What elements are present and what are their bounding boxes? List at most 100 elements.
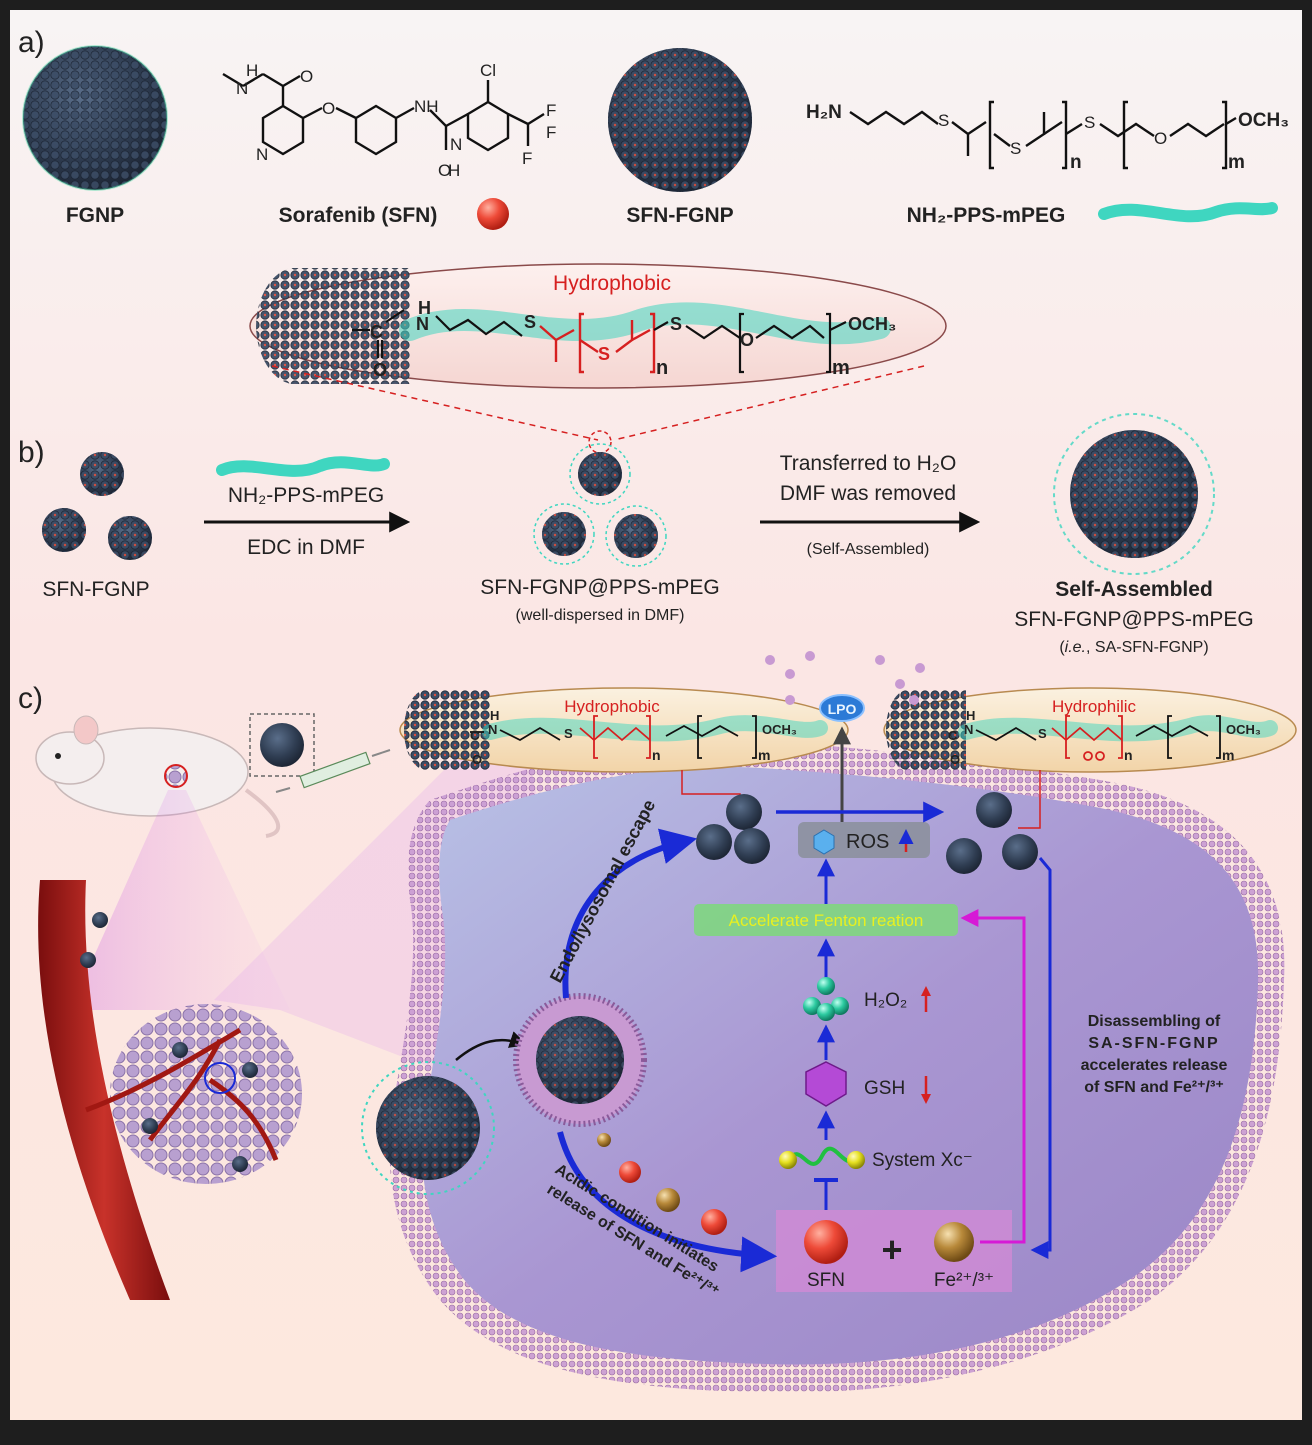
step2-line2: DMF was removed: [780, 482, 956, 505]
polymer-label: NH₂-PPS-mPEG: [907, 204, 1066, 227]
panel-label-b: b): [18, 436, 45, 469]
sfn-box-label: SFN: [807, 1270, 845, 1291]
svg-text:H: H: [966, 708, 975, 723]
svg-text:H: H: [246, 61, 258, 80]
reagent-ribbon-icon: [216, 456, 390, 477]
polymer-atoms: H₂N S S n S O m OCH₃: [806, 102, 1289, 173]
gsh-label: GSH: [864, 1078, 905, 1099]
svg-text:N: N: [488, 722, 497, 737]
fenton-label: Accelerate Fenton reation: [729, 911, 924, 930]
coated-nanoparticle-cluster: [533, 443, 667, 567]
svg-text:m: m: [832, 357, 850, 379]
svg-text:F: F: [546, 101, 556, 120]
final-note: (i.e., SA-SFN-FGNP): [1059, 639, 1208, 656]
sorafenib-atoms: H N O N O NH O N H Cl F F F: [236, 61, 556, 180]
h2o2-molecule-icon: [803, 977, 849, 1021]
right-structure-inset: Hydrophilic H N C O S n m OCH₃: [883, 687, 1297, 773]
svg-text:S: S: [938, 111, 949, 130]
svg-text:S: S: [524, 312, 536, 332]
svg-text:H: H: [448, 161, 460, 180]
blood-vessel: [38, 880, 170, 1300]
svg-text:O: O: [300, 67, 313, 86]
sfn-sphere-icon: [804, 1220, 848, 1264]
polymer-structure: [849, 100, 1237, 170]
svg-text:N: N: [236, 79, 248, 98]
reagent-bottom-label: EDC in DMF: [247, 536, 365, 559]
svg-text:O: O: [740, 330, 754, 350]
svg-text:S: S: [1038, 726, 1047, 741]
fgnp-label: FGNP: [66, 204, 124, 227]
gsh-crystal-icon: [805, 1061, 847, 1107]
lpo-badge: [819, 694, 865, 722]
endocytosis-particle: [361, 1061, 495, 1195]
product-note: (well-dispersed in DMF): [516, 607, 685, 624]
released-payload-spheres: [597, 1133, 727, 1235]
plus-sign: +: [881, 1229, 902, 1270]
svg-text:C: C: [948, 728, 958, 743]
disassembled-particles: [946, 792, 1038, 874]
svg-text:Disassembling of: Disassembling of: [1088, 1013, 1221, 1030]
sfn-fgnp-label: SFN-FGNP: [626, 204, 733, 227]
svg-text:O: O: [472, 752, 482, 767]
product-label: SFN-FGNP@PPS-mPEG: [480, 576, 720, 599]
svg-text:N: N: [416, 314, 429, 334]
system-xc-icon: [779, 1146, 865, 1169]
svg-text:OCH₃: OCH₃: [762, 722, 797, 737]
zoom-beam-1: [70, 790, 290, 1010]
left-structure-inset: Hydrophobic H N C O S n m OCH₃: [399, 687, 849, 773]
svg-text:NH: NH: [414, 97, 439, 116]
right-inset-title: Hydrophilic: [1052, 697, 1137, 716]
disassembly-caption: Disassembling of SA-SFN-FGNP accelerates…: [1081, 1013, 1228, 1096]
lpo-cloud: [765, 651, 925, 705]
svg-text:m: m: [758, 747, 770, 763]
sfn-fgnp-nanoparticle: [608, 48, 752, 192]
injected-particle-icon: [260, 723, 304, 767]
sfn-fgnp-cluster: [42, 452, 152, 560]
fe-sphere-icon: [934, 1222, 974, 1262]
mouse-illustration: [35, 715, 280, 838]
svg-text:H₂N: H₂N: [806, 102, 842, 123]
svg-text:S: S: [564, 726, 573, 741]
panel-label-c: c): [18, 682, 43, 715]
svg-text:n: n: [652, 747, 661, 763]
svg-text:O: O: [950, 752, 960, 767]
acidic-release-arrow: [557, 1131, 778, 1273]
svg-text:N: N: [256, 145, 268, 164]
svg-text:H: H: [418, 298, 431, 318]
svg-text:OCH₃: OCH₃: [848, 314, 896, 334]
svg-text:N: N: [450, 135, 462, 154]
zoom-line-right: [613, 365, 925, 441]
gsh-down-head: [921, 1094, 931, 1104]
right-inset-connector: [1018, 770, 1041, 829]
disassembly-release-arrow: [1030, 857, 1052, 1259]
svg-text:O: O: [322, 99, 335, 118]
svg-text:S: S: [1084, 113, 1095, 132]
svg-text:of SFN and Fe²⁺/³⁺: of SFN and Fe²⁺/³⁺: [1084, 1079, 1224, 1096]
svg-text:S: S: [1010, 139, 1021, 158]
svg-text:O: O: [1154, 129, 1167, 148]
step2-line1: Transferred to H₂O: [780, 452, 957, 475]
final-line1: Self-Assembled: [1055, 578, 1213, 601]
svg-text:m: m: [1222, 747, 1234, 763]
h2o2-up-head: [921, 986, 931, 996]
left-inset-title: Hydrophobic: [564, 697, 660, 716]
fe-to-fenton-arrow: [960, 909, 1026, 1244]
svg-text:C: C: [470, 728, 480, 743]
panel-label-a: a): [18, 26, 45, 59]
zoom-inset: Hydrophobic H N C O S: [249, 263, 947, 389]
self-assembled-particle: [1053, 413, 1215, 575]
svg-text:n: n: [1124, 747, 1133, 763]
svg-text:m: m: [1228, 152, 1245, 173]
svg-text:OCH₃: OCH₃: [1238, 110, 1289, 131]
fenton-box: [694, 904, 958, 936]
svg-text:O: O: [438, 161, 451, 180]
svg-text:F: F: [546, 123, 556, 142]
svg-text:OCH₃: OCH₃: [1226, 722, 1261, 737]
svg-text:n: n: [656, 357, 668, 379]
polymer-ribbon-icon: [1098, 202, 1278, 223]
reagent-top-label: NH₂-PPS-mPEG: [228, 484, 384, 507]
svg-text:accelerates release: accelerates release: [1081, 1057, 1228, 1074]
uptake-arrow: [455, 1031, 528, 1061]
